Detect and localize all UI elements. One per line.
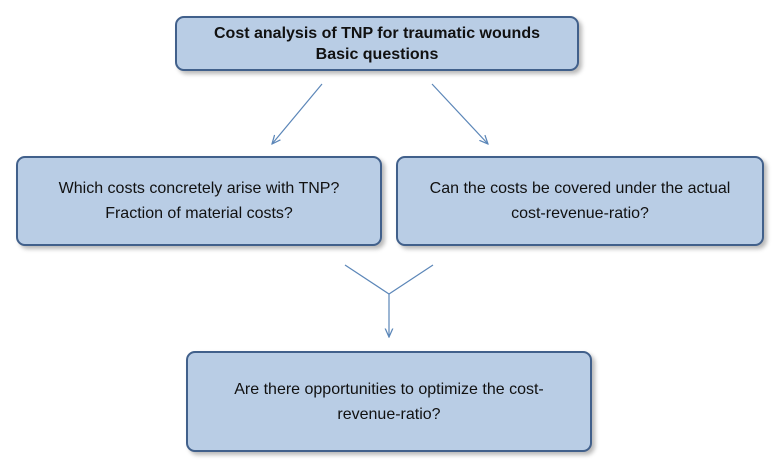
costs-question-line2: Fraction of material costs? xyxy=(105,205,293,222)
title-node-line1: Cost analysis of TNP for traumatic wound… xyxy=(214,24,540,42)
coverage-question-line1: Can the costs be covered under the actua… xyxy=(429,180,731,197)
title-node-line2: Basic questions xyxy=(315,45,439,63)
arrow-title-to-left xyxy=(272,83,323,144)
arrow-title-to-right xyxy=(431,83,488,144)
optimization-question-line1: Are there opportunities to optimize the … xyxy=(234,380,544,398)
costs-question-line1: Which costs concretely arise with TNP? xyxy=(58,180,340,197)
optimization-question-line2: revenue-ratio? xyxy=(337,405,441,423)
merge-line-right xyxy=(388,264,434,295)
merge-line-left xyxy=(344,264,390,295)
coverage-question-node: Can the costs be covered under the actua… xyxy=(396,156,764,246)
title-node: Cost analysis of TNP for traumatic wound… xyxy=(175,16,579,71)
costs-question-node: Which costs concretely arise with TNP? F… xyxy=(16,156,382,246)
coverage-question-line2: cost-revenue-ratio? xyxy=(511,205,649,222)
optimization-question-node: Are there opportunities to optimize the … xyxy=(186,351,592,452)
